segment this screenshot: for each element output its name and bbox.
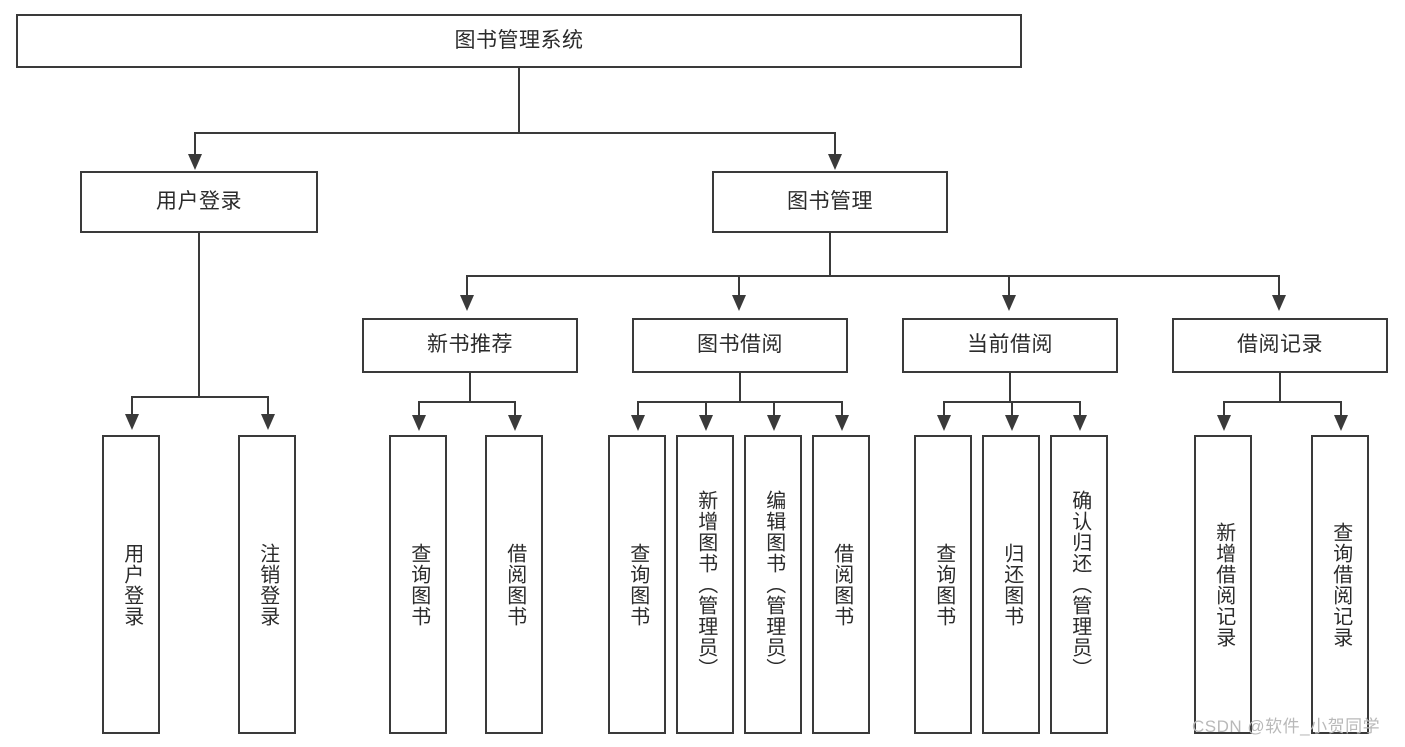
arrowhead-user-login-child-1	[125, 414, 139, 430]
node-label: 新增图书（管理员）	[694, 490, 717, 679]
connector-book-borrow-child-2	[705, 401, 707, 419]
node-user-login[interactable]: 用户登录	[80, 171, 318, 233]
arrowhead-book-manage-child-3	[1002, 295, 1016, 311]
arrowhead-book-borrow-child-2	[699, 415, 713, 431]
arrowhead-user-login-child-2	[261, 414, 275, 430]
leaf-borrow-record-query[interactable]: 查询借阅记录	[1311, 435, 1369, 734]
connector-root-bus	[194, 132, 836, 134]
node-label: 查询借阅记录	[1329, 521, 1352, 648]
leaf-book-borrow-add[interactable]: 新增图书（管理员）	[676, 435, 734, 734]
arrowhead-book-manage-child-4	[1272, 295, 1286, 311]
arrowhead-book-borrow-child-3	[767, 415, 781, 431]
connector-borrow-record-child-2	[1340, 401, 1342, 419]
node-label: 当前借阅	[967, 333, 1053, 357]
node-label: 图书管理	[787, 189, 873, 213]
node-label: 图书借阅	[697, 333, 783, 357]
connector-book-borrow-child-1	[637, 401, 639, 419]
leaf-borrow-record-add[interactable]: 新增借阅记录	[1194, 435, 1252, 734]
connector-root-stem	[518, 68, 520, 132]
connector-new-book-bus	[418, 401, 514, 403]
connector-current-borrow-stem	[1009, 373, 1011, 401]
node-label: 新增借阅记录	[1212, 521, 1235, 648]
leaf-book-borrow-query[interactable]: 查询图书	[608, 435, 666, 734]
node-label: 查询图书	[407, 542, 430, 627]
connector-root-to-book-manage	[834, 132, 836, 158]
connector-book-borrow-stem	[739, 373, 741, 401]
node-label: 借阅图书	[503, 542, 526, 627]
arrowhead-book-borrow-child-4	[835, 415, 849, 431]
connector-borrow-record-stem	[1279, 373, 1281, 401]
leaf-book-borrow-edit[interactable]: 编辑图书（管理员）	[744, 435, 802, 734]
connector-book-borrow-child-3	[773, 401, 775, 419]
node-label: 借阅记录	[1237, 333, 1323, 357]
node-label: 借阅图书	[830, 542, 853, 627]
leaf-user-login-login[interactable]: 用户登录	[102, 435, 160, 734]
arrowhead-new-book-child-2	[508, 415, 522, 431]
leaf-book-borrow-borrow[interactable]: 借阅图书	[812, 435, 870, 734]
arrowhead-root-to-user-login	[188, 154, 202, 170]
arrowhead-root-to-book-manage	[828, 154, 842, 170]
connector-new-book-stem	[469, 373, 471, 401]
connector-user-login-bus	[131, 396, 267, 398]
node-book-borrow[interactable]: 图书借阅	[632, 318, 848, 373]
connector-current-borrow-child-1	[943, 401, 945, 419]
connector-book-manage-child-4	[1278, 275, 1280, 299]
connector-book-borrow-bus	[637, 401, 843, 403]
node-root-system[interactable]: 图书管理系统	[16, 14, 1022, 68]
connector-book-borrow-child-4	[841, 401, 843, 419]
connector-book-manage-child-2	[738, 275, 740, 299]
leaf-current-borrow-return[interactable]: 归还图书	[982, 435, 1040, 734]
connector-current-borrow-child-2	[1011, 401, 1013, 419]
leaf-new-book-borrow[interactable]: 借阅图书	[485, 435, 543, 734]
leaf-current-borrow-confirm[interactable]: 确认归还（管理员）	[1050, 435, 1108, 734]
node-label: 确认归还（管理员）	[1068, 490, 1091, 679]
connector-user-login-stem	[198, 233, 200, 396]
connector-current-borrow-child-3	[1079, 401, 1081, 419]
arrowhead-current-borrow-child-3	[1073, 415, 1087, 431]
connector-borrow-record-child-1	[1223, 401, 1225, 419]
connector-user-login-child-2	[267, 396, 269, 418]
connector-book-manage-bus	[466, 275, 1280, 277]
node-label: 用户登录	[156, 189, 242, 213]
arrowhead-current-borrow-child-1	[937, 415, 951, 431]
leaf-current-borrow-query[interactable]: 查询图书	[914, 435, 972, 734]
node-label: 用户登录	[120, 542, 143, 627]
arrowhead-borrow-record-child-1	[1217, 415, 1231, 431]
leaf-new-book-query[interactable]: 查询图书	[389, 435, 447, 734]
node-label: 编辑图书（管理员）	[762, 490, 785, 679]
connector-user-login-child-1	[131, 396, 133, 418]
node-borrow-record[interactable]: 借阅记录	[1172, 318, 1388, 373]
arrowhead-borrow-record-child-2	[1334, 415, 1348, 431]
connector-new-book-child-1	[418, 401, 420, 419]
leaf-user-login-logout[interactable]: 注销登录	[238, 435, 296, 734]
arrowhead-current-borrow-child-2	[1005, 415, 1019, 431]
connector-root-to-user-login	[194, 132, 196, 158]
connector-new-book-child-2	[514, 401, 516, 419]
node-label: 新书推荐	[427, 333, 513, 357]
arrowhead-book-manage-child-1	[460, 295, 474, 311]
node-new-book-recommend[interactable]: 新书推荐	[362, 318, 578, 373]
arrowhead-book-manage-child-2	[732, 295, 746, 311]
node-label: 注销登录	[256, 542, 279, 627]
connector-borrow-record-bus	[1223, 401, 1341, 403]
node-book-management[interactable]: 图书管理	[712, 171, 948, 233]
node-label: 归还图书	[1000, 542, 1023, 627]
arrowhead-book-borrow-child-1	[631, 415, 645, 431]
node-label: 查询图书	[932, 542, 955, 627]
node-current-borrow[interactable]: 当前借阅	[902, 318, 1118, 373]
node-label: 图书管理系统	[454, 28, 584, 52]
connector-book-manage-stem	[829, 233, 831, 275]
arrowhead-new-book-child-1	[412, 415, 426, 431]
connector-book-manage-child-3	[1008, 275, 1010, 299]
node-label: 查询图书	[626, 542, 649, 627]
connector-book-manage-child-1	[466, 275, 468, 299]
